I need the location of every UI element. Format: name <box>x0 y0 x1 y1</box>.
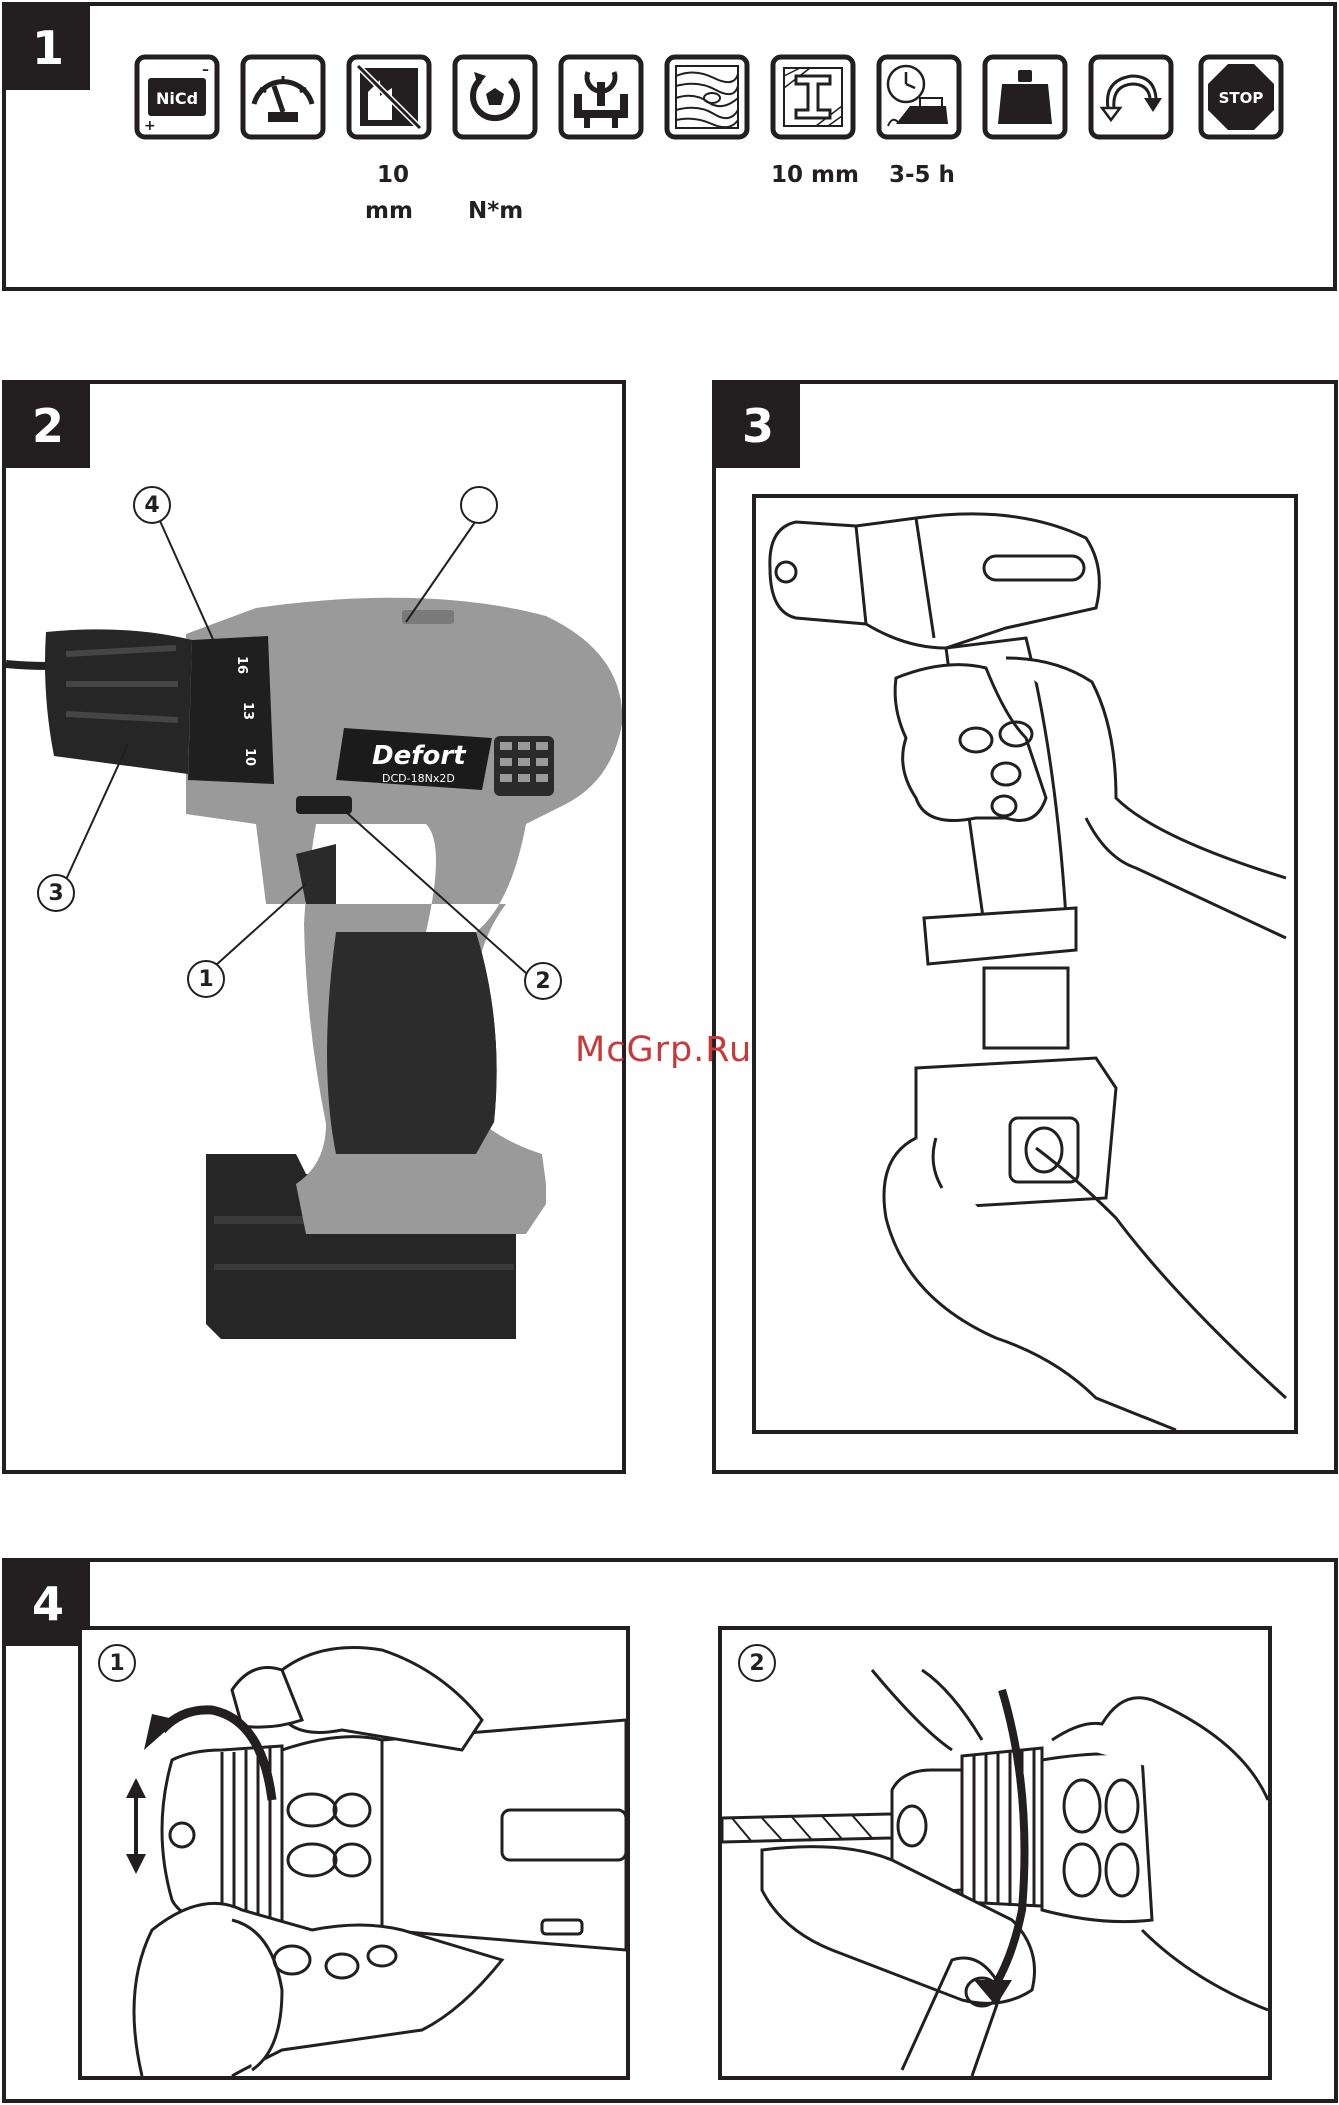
torque-icon <box>452 54 538 140</box>
callout-step-2: 2 <box>738 1644 776 1682</box>
stop-label: STOP <box>1219 89 1264 107</box>
charging-time-icon <box>876 54 962 140</box>
svg-text:+: + <box>144 118 156 134</box>
chuck-capacity-unit: mm <box>365 198 413 224</box>
callout-3: 3 <box>37 874 75 912</box>
chuck-capacity-icon <box>346 54 432 140</box>
torque-settings-icon <box>558 54 644 140</box>
callout-step-1: 1 <box>98 1644 136 1682</box>
speed-gauge-icon <box>240 54 326 140</box>
charging-time-value: 3-5 h <box>889 162 955 188</box>
panel-number: 3 <box>716 384 800 468</box>
svg-text:–: – <box>202 62 209 78</box>
brand-label: Defort <box>372 741 467 771</box>
battery-removal-illustration <box>752 494 1298 1434</box>
chuck-loosen-illustration: 1 <box>78 1626 630 2080</box>
weight-icon <box>982 54 1068 140</box>
panel-2-drill-overview: 2 Defort DCD-18Nx2D 16 13 10 <box>2 380 626 1474</box>
battery-nicd-icon: NiCd – + <box>134 54 220 140</box>
chuck-capacity-value: 10 <box>377 162 409 188</box>
panel-number: 1 <box>6 6 90 90</box>
steel-drilling-icon <box>770 54 856 140</box>
drill-photo: Defort DCD-18Nx2D 16 13 10 <box>6 384 622 1470</box>
dial-mark-16: 16 <box>234 656 249 674</box>
panel-1-specifications: 1 NiCd – + <box>2 2 1337 291</box>
battery-type-label: NiCd <box>156 89 198 108</box>
panel-4-chuck-operation: 4 <box>2 1558 1338 2103</box>
callout-2: 2 <box>524 962 562 1000</box>
callout-1: 1 <box>187 960 225 998</box>
stop-icon: STOP <box>1198 54 1284 140</box>
dial-mark-13: 13 <box>240 702 255 720</box>
callout-4: 4 <box>133 486 171 524</box>
wood-drilling-icon <box>664 54 750 140</box>
panel-3-battery-removal: 3 <box>712 380 1338 1474</box>
torque-unit: N*m <box>468 198 523 224</box>
callout-blank <box>460 486 498 524</box>
dial-mark-10: 10 <box>242 748 257 766</box>
reverse-rotation-icon <box>1088 54 1174 140</box>
steel-drilling-value: 10 mm <box>771 162 859 188</box>
model-label: DCD-18Nx2D <box>382 772 455 785</box>
chuck-tighten-illustration: 2 <box>718 1626 1272 2080</box>
site-watermark: McGrp.Ru <box>575 1030 752 1070</box>
